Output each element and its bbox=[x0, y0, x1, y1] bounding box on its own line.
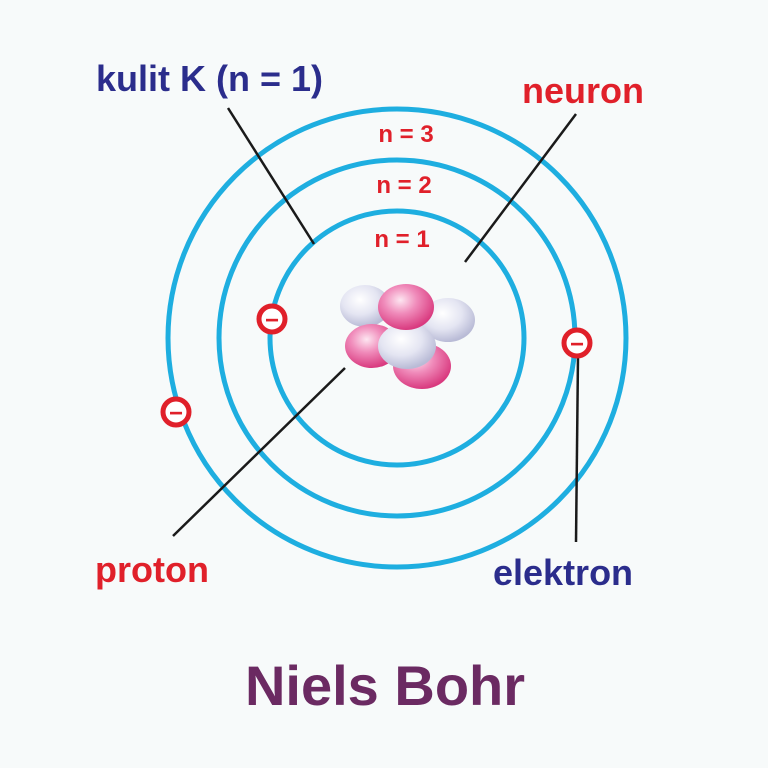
electron: − bbox=[160, 396, 192, 428]
shell-label-n3: n = 3 bbox=[378, 121, 433, 148]
label-electron: elektron bbox=[493, 552, 633, 593]
neutron bbox=[340, 285, 390, 327]
neutron bbox=[421, 298, 475, 342]
svg-text:−: − bbox=[265, 307, 279, 334]
svg-text:−: − bbox=[570, 331, 584, 358]
nucleus bbox=[340, 284, 475, 389]
leader-line-shell-k bbox=[226, 107, 316, 245]
orbit-n3 bbox=[165, 106, 629, 570]
neutron bbox=[378, 323, 436, 369]
leader-line-neuron bbox=[464, 113, 577, 263]
shell-label-n1: n = 1 bbox=[374, 226, 429, 253]
shell-label-n2: n = 2 bbox=[376, 172, 431, 199]
leader-line-electron bbox=[574, 355, 580, 543]
leader-lines bbox=[172, 107, 580, 543]
orbit-n1 bbox=[267, 208, 527, 468]
label-shell-k: kulit K (n = 1) bbox=[96, 58, 323, 99]
electron: − bbox=[561, 327, 593, 359]
electron: − bbox=[256, 303, 288, 335]
leader-line-proton bbox=[172, 367, 346, 537]
svg-text:−: − bbox=[169, 400, 183, 427]
proton bbox=[378, 284, 434, 330]
label-neuron: neuron bbox=[522, 70, 644, 111]
label-proton: proton bbox=[95, 549, 209, 590]
diagram-title: Niels Bohr bbox=[245, 654, 525, 717]
